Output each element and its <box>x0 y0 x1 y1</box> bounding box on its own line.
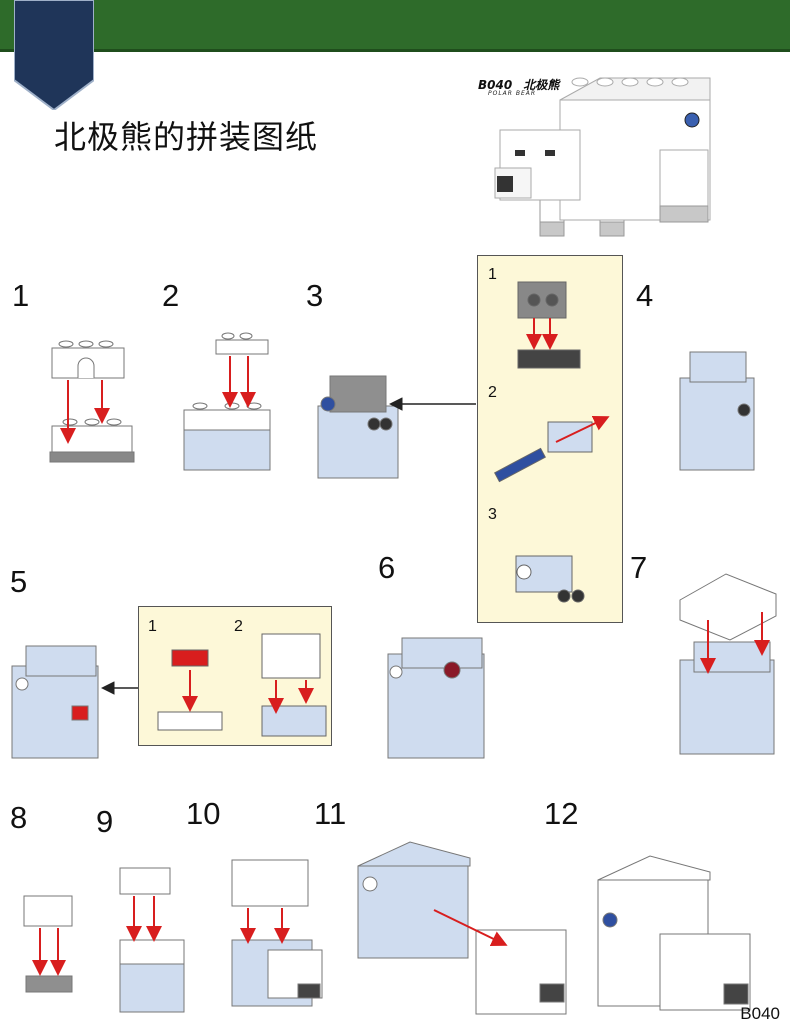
step-number-5: 5 <box>10 564 28 599</box>
header-bar <box>0 0 790 52</box>
step-number-9: 9 <box>96 804 114 839</box>
inset-b-step-1: 1 <box>148 618 157 635</box>
step-number-11: 11 <box>314 796 347 831</box>
step-2-illustration <box>183 332 271 471</box>
step-number-1: 1 <box>12 278 30 313</box>
inset-a-step-1: 1 <box>488 266 497 283</box>
model-code-footer: B040 <box>740 1004 780 1023</box>
step-7-illustration <box>679 573 777 755</box>
polar-bear-model <box>494 77 711 237</box>
product-label: B040 北极熊 POLAR BEAR <box>478 74 560 97</box>
inset-a-step-2: 2 <box>488 384 497 401</box>
step-number-12: 12 <box>544 796 579 831</box>
page-title: 北极熊的拼装图纸 <box>54 118 319 156</box>
product-name-cn: 北极熊 <box>523 78 560 92</box>
step-5-illustration <box>11 645 99 759</box>
step-4-illustration <box>679 351 755 471</box>
product-name-en: POLAR BEAR <box>488 90 537 97</box>
step-6-illustration <box>387 637 485 759</box>
product-code: B040 <box>478 78 513 92</box>
step-8-illustration <box>23 895 73 993</box>
inset-a-illustrations <box>494 281 593 603</box>
step-number-4: 4 <box>636 278 654 313</box>
step-12-illustration <box>597 855 751 1011</box>
inset-a-step-3: 3 <box>488 506 497 523</box>
step-number-6: 6 <box>378 550 396 585</box>
step-10-illustration <box>231 859 323 1007</box>
step-1-illustration <box>49 340 135 463</box>
corner-badge <box>14 0 94 110</box>
step-number-2: 2 <box>162 278 180 313</box>
step-number-8: 8 <box>10 800 28 835</box>
inset-b-step-2: 2 <box>234 618 243 635</box>
step-11-illustration <box>357 841 567 1015</box>
step-3-illustration <box>317 375 399 479</box>
step-number-10: 10 <box>186 796 221 831</box>
step-9-illustration <box>119 867 185 1013</box>
step-number-3: 3 <box>306 278 324 313</box>
step-number-7: 7 <box>630 550 648 585</box>
inset-b-illustrations <box>157 633 327 737</box>
